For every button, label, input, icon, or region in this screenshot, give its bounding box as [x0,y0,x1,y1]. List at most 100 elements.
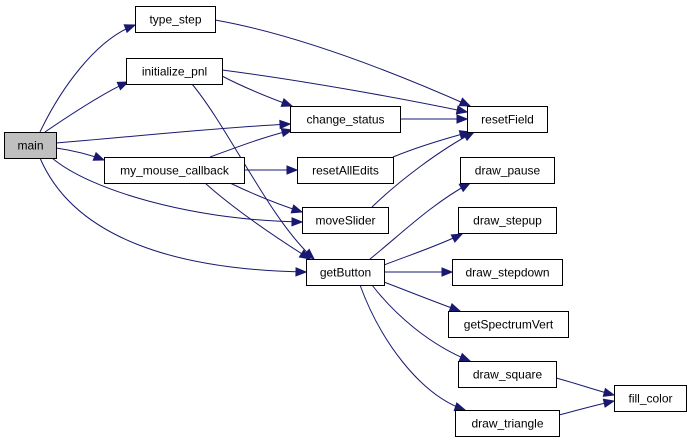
arrowhead [458,352,472,362]
node-draw_stepup[interactable]: draw_stepup [458,207,557,234]
arrowhead [455,105,469,115]
arrowhead [448,302,462,312]
arrowhead [458,182,472,193]
edge-my_mouse_callback-to-moveSlider [229,182,304,214]
arrowhead [290,204,304,214]
edge-line [369,182,471,260]
edge-line [209,129,293,158]
edge-getButton-to-getSpectrumVert [383,281,462,312]
node-label: draw_stepup [473,214,542,228]
edge-line [371,131,475,208]
arrowhead [298,249,312,260]
node-resetAllEdits[interactable]: resetAllEdits [297,157,394,184]
edge-change_status-to-resetField [399,114,469,124]
edge-line [39,157,307,273]
edge-line [392,131,471,158]
node-box [135,6,216,33]
node-label: getButton [320,266,371,280]
node-label: fill_color [628,392,672,406]
node-box [306,259,385,286]
node-initialize_pnl[interactable]: initialize_pnl [126,58,223,85]
arrowhead [116,81,130,91]
node-label: resetAllEdits [312,164,379,178]
edge-line [214,19,471,107]
edge-initialize_pnl-to-resetField [221,69,469,115]
node-my_mouse_callback[interactable]: my_mouse_callback [104,157,245,184]
edge-type_step-to-resetField [214,19,472,107]
edge-main-to-change_status [55,119,292,144]
edge-line [44,81,129,133]
edge-line [383,233,463,266]
node-resetField[interactable]: resetField [467,106,548,133]
edge-line [221,75,293,107]
node-label: main [17,139,43,153]
edge-getButton-to-draw_triangle [359,284,467,412]
node-box [104,157,245,184]
edge-line [383,281,461,312]
node-box [614,385,687,412]
arrowhead [456,114,469,124]
edge-my_mouse_callback-to-getButton [204,182,312,260]
edge-main-to-moveSlider [51,157,304,227]
edge-getButton-to-draw_stepup [383,233,464,266]
node-box [458,207,557,234]
edge-draw_triangle-to-fill_color [558,398,616,416]
node-label: getSpectrumVert [464,318,554,332]
node-fill_color[interactable]: fill_color [614,385,687,412]
edge-line [371,284,471,362]
arrowhead [92,151,106,161]
edge-line [51,157,303,223]
edge-main-to-type_step [39,24,137,133]
arrowhead [123,24,137,34]
edge-my_mouse_callback-to-resetAllEdits [244,165,299,175]
node-box [290,106,401,133]
edge-getButton-to-draw_stepdown [384,267,454,277]
edge-line [204,182,311,260]
arrowhead [458,97,472,107]
edge-line [359,284,466,411]
node-label: moveSlider [315,214,375,228]
edge-resetAllEdits-to-resetField [392,130,472,158]
node-getButton[interactable]: getButton [306,259,385,286]
node-main[interactable]: main [4,132,57,159]
node-label: resetField [481,113,534,127]
node-box [126,58,223,85]
node-moveSlider[interactable]: moveSlider [302,207,389,234]
arrowhead [280,127,294,138]
node-change_status[interactable]: change_status [290,106,401,133]
node-box [467,106,548,133]
edge-line [191,83,315,260]
arrowhead [453,402,467,412]
node-type_step[interactable]: type_step [135,6,216,33]
node-draw_pause[interactable]: draw_pause [460,157,555,184]
arrowhead [291,217,304,227]
arrowhead [602,387,616,397]
arrowhead [286,165,299,175]
edge-line [39,24,136,133]
edge-main-to-getButton [39,157,308,277]
edge-my_mouse_callback-to-change_status [209,127,294,158]
arrowhead [279,119,292,130]
arrowhead [295,267,308,277]
node-draw_triangle[interactable]: draw_triangle [455,410,560,437]
node-label: my_mouse_callback [120,164,230,178]
node-label: type_step [149,13,201,27]
arrowhead [280,97,294,107]
edge-layer [39,19,616,416]
node-getSpectrumVert[interactable]: getSpectrumVert [448,311,569,338]
arrowhead [441,267,454,277]
node-layer: main type_step initialize_pnl my_mouse_call… [4,6,687,437]
node-draw_stepdown[interactable]: draw_stepdown [452,259,563,286]
node-box [455,410,560,437]
edge-main-to-initialize_pnl [44,81,130,133]
edge-draw_square-to-fill_color [555,377,616,397]
node-box [448,311,569,338]
node-draw_square[interactable]: draw_square [458,361,557,388]
node-label: initialize_pnl [142,65,207,79]
node-box [297,157,394,184]
edge-line [55,123,291,144]
arrowhead [602,398,616,408]
node-box [458,361,557,388]
node-label: draw_square [473,368,543,382]
